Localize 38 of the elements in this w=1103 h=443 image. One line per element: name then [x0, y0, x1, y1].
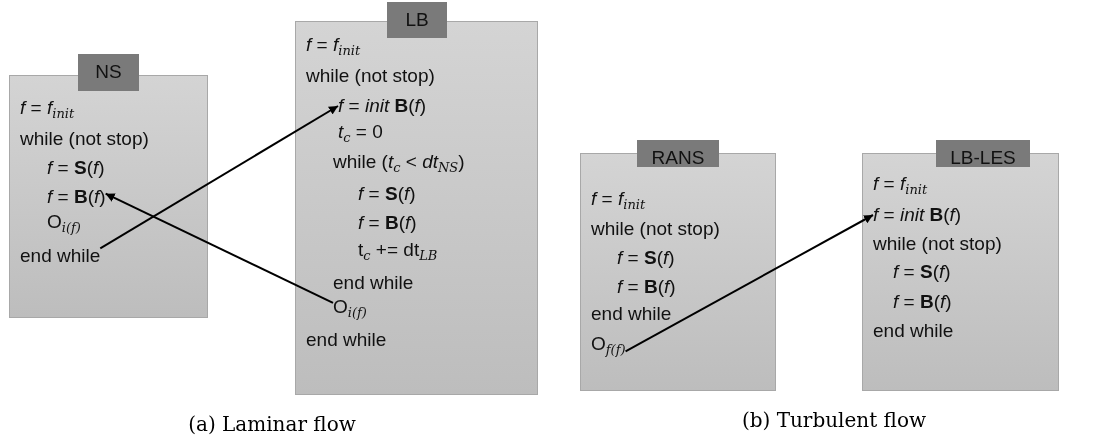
- code-line: O$_{i(f)}$: [47, 210, 81, 240]
- title-tab: LB-LES: [936, 140, 1030, 167]
- code-line: f = init B(f): [338, 95, 427, 117]
- code-line: f = f$_{init}$: [306, 33, 361, 63]
- code-line: f = f$_{init}$: [873, 172, 928, 202]
- code-line: f = S(f): [358, 183, 416, 205]
- caption: (a) Laminar flow: [188, 412, 356, 436]
- title-tab: RANS: [637, 140, 719, 167]
- code-line: while (not stop): [20, 128, 149, 150]
- arrow: [99, 105, 339, 250]
- arrow: [104, 192, 334, 304]
- code-line: O$_{i(f)}$: [333, 295, 367, 325]
- code-line: f = S(f): [893, 261, 951, 283]
- code-line: while (t$_{c}$ < dt$_{NS}$): [333, 150, 465, 180]
- code-line: f = B(f): [893, 291, 952, 313]
- code-line: end while: [873, 320, 954, 342]
- code-line: end while: [306, 329, 387, 351]
- code-line: end while: [333, 272, 414, 294]
- code-line: f = S(f): [47, 157, 105, 179]
- code-line: f = f$_{init}$: [591, 187, 646, 217]
- code-line: while (not stop): [873, 233, 1002, 255]
- code-line: t$_{c}$ = 0: [338, 120, 383, 150]
- code-line: f = S(f): [617, 247, 675, 269]
- code-line: f = init B(f): [873, 204, 962, 226]
- code-line: t$_{c}$ += dt$_{LB}$: [358, 238, 438, 268]
- code-line: f = B(f): [47, 186, 106, 208]
- code-line: end while: [591, 303, 672, 325]
- code-line: while (not stop): [306, 65, 435, 87]
- code-line: f = f$_{init}$: [20, 96, 75, 126]
- caption: (b) Turbulent flow: [741, 408, 927, 432]
- code-line: f = B(f): [358, 212, 417, 234]
- code-line: O$_{f(f)}$: [591, 332, 626, 362]
- arrow: [624, 214, 874, 353]
- title-tab: LB: [387, 2, 447, 38]
- code-line: end while: [20, 245, 101, 267]
- code-line: f = B(f): [617, 276, 676, 298]
- code-line: while (not stop): [591, 218, 720, 240]
- title-tab: NS: [78, 54, 139, 91]
